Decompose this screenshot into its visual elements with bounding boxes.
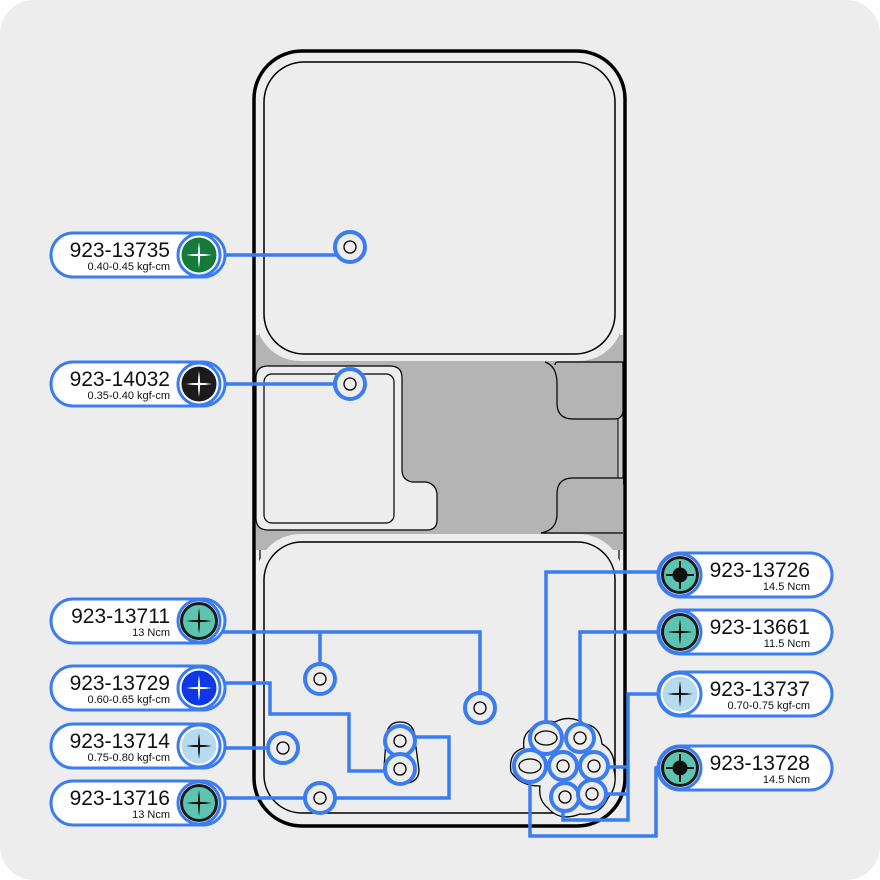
torque-spec: 11.5 Ncm xyxy=(764,638,810,650)
screw-hole xyxy=(564,722,596,754)
phillips-screw-head-icon xyxy=(176,723,222,769)
part-number: 923-13716 xyxy=(70,787,170,810)
screw-hole xyxy=(512,748,548,784)
screw-hole xyxy=(549,781,581,813)
torque-spec: 0.35-0.40 kgf-cm xyxy=(87,390,170,402)
screw-hole xyxy=(303,781,337,815)
mid-right-cutouts xyxy=(540,361,624,534)
screw-hole xyxy=(266,731,300,765)
screw-hole xyxy=(463,691,497,725)
screw-hole xyxy=(383,752,417,786)
torx-screw-head-icon xyxy=(657,745,703,791)
part-number: 923-13714 xyxy=(70,730,171,753)
screw-hole xyxy=(383,724,417,758)
screw-hole xyxy=(578,750,610,782)
phillips-screw-head-icon xyxy=(176,598,222,644)
screw-hole xyxy=(333,230,367,264)
leader-923-13729 xyxy=(222,681,386,773)
screw-hole xyxy=(528,720,564,756)
leader-923-13661 xyxy=(578,630,658,725)
part-number: 923-13726 xyxy=(710,559,810,582)
phillips-screw-head-icon xyxy=(176,665,222,711)
screw-holes xyxy=(266,230,610,815)
part-number: 923-13735 xyxy=(70,239,170,262)
part-number: 923-13661 xyxy=(710,616,810,639)
phillips-screw-head-icon xyxy=(176,232,222,278)
leader-923-13716 xyxy=(222,735,451,800)
top-compartment xyxy=(256,55,623,361)
screw-hole xyxy=(333,367,367,401)
part-number: 923-13729 xyxy=(70,672,170,695)
phillips-screw-head-icon xyxy=(176,780,222,826)
leader-923-13726 xyxy=(544,570,658,722)
screw-hole xyxy=(547,750,579,782)
part-number: 923-13737 xyxy=(710,678,810,701)
torque-spec: 14.5 Ncm xyxy=(763,581,810,593)
torque-spec: 0.60-0.65 kgf-cm xyxy=(87,694,170,706)
torque-spec: 14.5 Ncm xyxy=(763,774,810,786)
part-number: 923-13711 xyxy=(71,605,170,628)
leader-923-13737 xyxy=(561,692,658,822)
screw-hole xyxy=(303,662,337,696)
screw-hole xyxy=(576,778,608,810)
torque-spec: 13 Ncm xyxy=(132,627,170,639)
part-number: 923-14032 xyxy=(70,368,170,391)
phillips-screw-head-icon xyxy=(657,609,703,655)
phillips-screw-head-icon xyxy=(657,671,703,717)
torque-spec: 0.75-0.80 kgf-cm xyxy=(87,752,170,764)
part-number: 923-13728 xyxy=(710,752,810,775)
phillips-screw-head-icon xyxy=(176,361,222,407)
torx-screw-head-icon xyxy=(657,552,703,598)
torque-spec: 13 Ncm xyxy=(132,809,170,821)
torque-spec: 0.70-0.75 kgf-cm xyxy=(727,700,810,712)
leader-923-13711 xyxy=(222,630,482,698)
mid-left-compartment xyxy=(255,365,438,531)
torque-spec: 0.40-0.45 kgf-cm xyxy=(87,261,170,273)
